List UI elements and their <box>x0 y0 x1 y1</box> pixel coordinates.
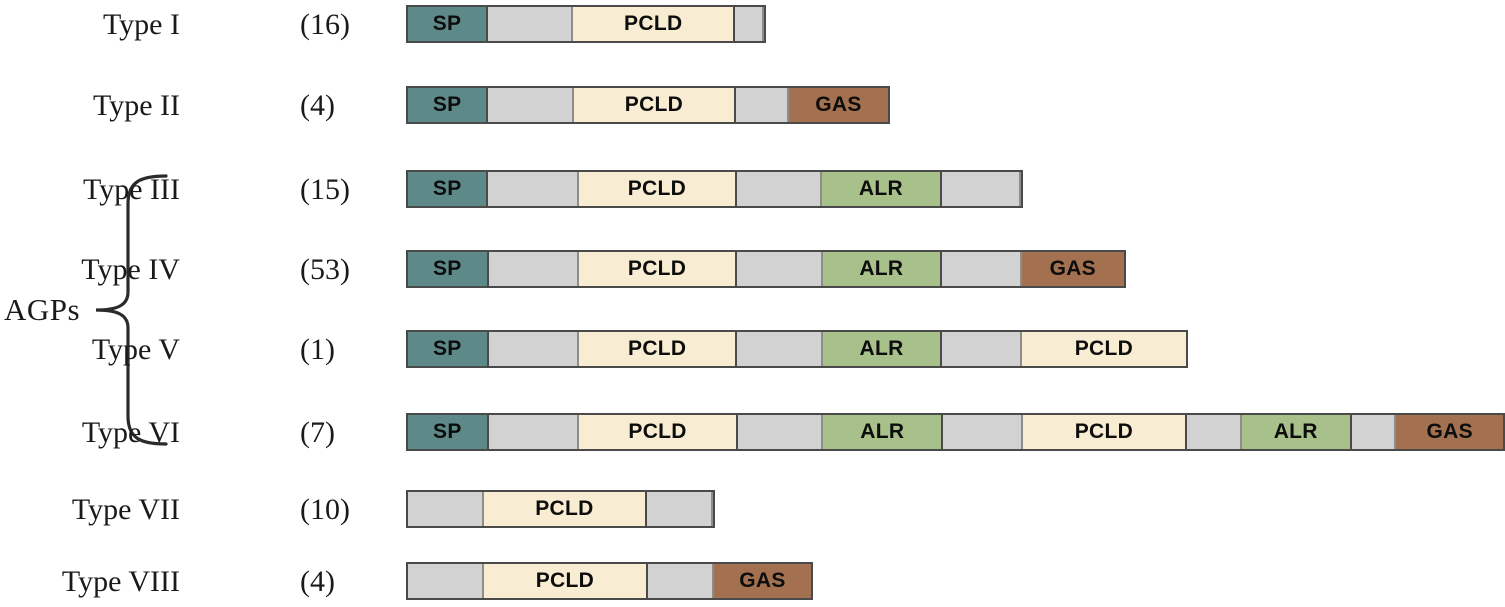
row-count-type-vii: (10) <box>300 493 350 526</box>
segment-alr-type-iv-4: ALR <box>822 252 943 286</box>
row-label-type-v: Type V <box>91 333 180 366</box>
segment-linker-type-viii-0 <box>408 564 485 598</box>
segment-pcld-type-iv-2: PCLD <box>579 252 738 286</box>
segment-linker-type-iv-1 <box>488 252 580 286</box>
segment-gas-type-viii-3: GAS <box>713 564 811 598</box>
segment-alr-type-iii-4: ALR <box>822 172 942 206</box>
segment-linker-type-vi-3 <box>737 415 824 449</box>
segment-linker-type-vi-9 <box>1351 415 1397 449</box>
segment-linker-type-vi-7 <box>1187 415 1242 449</box>
segment-linker-type-v-1 <box>488 332 580 366</box>
row-count-type-i: (16) <box>300 8 350 41</box>
segment-linker-type-iv-5 <box>942 252 1022 286</box>
segment-linker-type-v-5 <box>942 332 1022 366</box>
segment-pcld-type-v-6: PCLD <box>1021 332 1186 366</box>
segment-gas-type-iv-6: GAS <box>1021 252 1124 286</box>
segment-gas-type-ii-4: GAS <box>788 88 889 122</box>
segment-linker-type-i-3 <box>735 7 764 41</box>
row-count-type-v: (1) <box>300 333 335 366</box>
row-count-type-ii: (4) <box>300 89 335 122</box>
segment-sp-type-v-0: SP <box>408 332 489 366</box>
diagram-row-type-vi: Type VI (7) SP PCLD ALR PCLD ALR GAS <box>0 413 1505 457</box>
segment-alr-type-vi-8: ALR <box>1241 415 1352 449</box>
diagram-row-type-vii: Type VII (10) PCLD <box>0 490 1505 534</box>
row-count-type-vi: (7) <box>300 416 335 449</box>
protein-bar-type-viii: PCLD GAS <box>406 562 813 600</box>
segment-alr-type-vi-4: ALR <box>823 415 944 449</box>
protein-bar-type-v: SP PCLD ALR PCLD <box>406 330 1188 368</box>
segment-pcld-type-viii-1: PCLD <box>484 564 648 598</box>
segment-linker-type-viii-2 <box>647 564 714 598</box>
segment-linker-type-iii-3 <box>736 172 823 206</box>
segment-gas-type-vi-10: GAS <box>1396 415 1503 449</box>
segment-pcld-type-v-2: PCLD <box>579 332 738 366</box>
diagram-row-type-iii: Type III (15) SP PCLD ALR <box>0 170 1505 214</box>
diagram-row-type-ii: Type II (4) SP PCLD GAS <box>0 86 1505 130</box>
segment-sp-type-vi-0: SP <box>408 415 489 449</box>
row-label-type-vi: Type VI <box>81 416 180 449</box>
segment-sp-type-iv-0: SP <box>408 252 489 286</box>
segment-pcld-type-vi-2: PCLD <box>579 415 738 449</box>
segment-linker-type-vi-5 <box>943 415 1023 449</box>
diagram-row-type-iv: Type IV (53) SP PCLD ALR GAS <box>0 250 1505 294</box>
segment-alr-type-v-4: ALR <box>822 332 943 366</box>
segment-pcld-type-iii-2: PCLD <box>578 172 737 206</box>
row-label-type-ii: Type II <box>92 89 180 122</box>
grouping-brace <box>88 170 168 450</box>
segment-linker-type-ii-3 <box>736 88 789 122</box>
diagram-row-type-viii: Type VIII (4) PCLD GAS <box>0 562 1505 606</box>
segment-linker-type-iii-1 <box>488 172 579 206</box>
segment-sp-type-iii-0: SP <box>408 172 489 206</box>
segment-linker-type-v-3 <box>737 332 823 366</box>
segment-linker-type-ii-1 <box>488 88 574 122</box>
row-count-type-iv: (53) <box>300 253 350 286</box>
segment-pcld-type-ii-2: PCLD <box>573 88 737 122</box>
row-label-type-viii: Type VIII <box>61 565 180 598</box>
segment-linker-type-iii-5 <box>941 172 1021 206</box>
protein-bar-type-iv: SP PCLD ALR GAS <box>406 250 1126 288</box>
brace-icon <box>95 174 168 446</box>
protein-bar-type-ii: SP PCLD GAS <box>406 86 890 124</box>
protein-bar-type-iii: SP PCLD ALR <box>406 170 1023 208</box>
segment-sp-type-i-0: SP <box>408 7 489 41</box>
diagram-row-type-v: Type V (1) SP PCLD ALR PCLD <box>0 330 1505 374</box>
protein-bar-type-vi: SP PCLD ALR PCLD ALR GAS <box>406 413 1505 451</box>
row-label-type-iii: Type III <box>82 173 180 206</box>
diagram-row-type-i: Type I (16) SP PCLD <box>0 5 1505 49</box>
row-count-type-viii: (4) <box>300 565 335 598</box>
protein-bar-type-i: SP PCLD <box>406 5 766 43</box>
row-label-type-vii: Type VII <box>71 493 180 526</box>
segment-linker-type-i-1 <box>488 7 574 41</box>
segment-linker-type-iv-3 <box>737 252 823 286</box>
segment-pcld-type-vi-6: PCLD <box>1022 415 1188 449</box>
row-label-type-iv: Type IV <box>81 253 180 286</box>
segment-pcld-type-i-2: PCLD <box>573 7 736 41</box>
protein-bar-type-vii: PCLD <box>406 490 715 528</box>
segment-pcld-type-vii-1: PCLD <box>484 492 647 526</box>
row-label-type-i: Type I <box>102 8 180 41</box>
segment-sp-type-ii-0: SP <box>408 88 489 122</box>
segment-linker-type-vii-0 <box>408 492 485 526</box>
group-label-agps: AGPs <box>4 292 81 327</box>
segment-linker-type-vii-2 <box>646 492 713 526</box>
row-count-type-iii: (15) <box>300 173 350 206</box>
segment-linker-type-vi-1 <box>488 415 580 449</box>
